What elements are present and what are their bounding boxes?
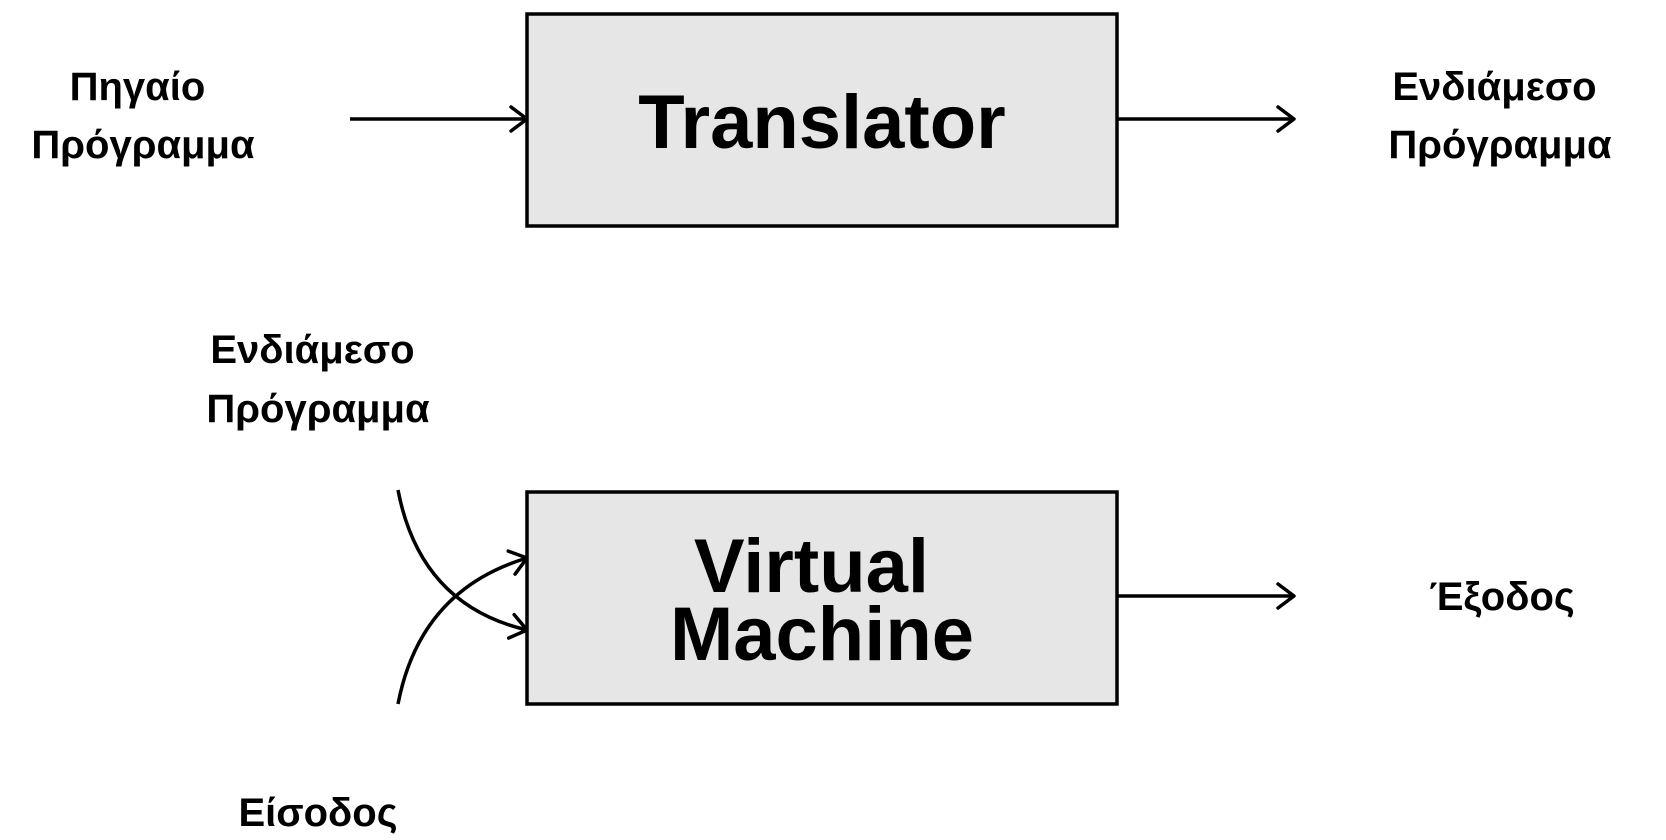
output-label: Έξοδος — [1429, 575, 1574, 619]
intermediate-program-input-label: Ενδιάμεσο Πρόγραμμα — [206, 328, 430, 431]
virtual-machine-box — [525, 490, 1119, 706]
intermediate-input-label-line-1: Ενδιάμεσο — [210, 328, 414, 372]
intermediate-output-label-line-1: Ενδιάμεσο — [1392, 65, 1596, 109]
virtual-machine-stage: Ενδιάμεσο Πρόγραμμα Virtual Machine Έξοδ… — [206, 328, 1574, 835]
virtual-machine-title-line-1: Virtual — [694, 524, 929, 609]
intermediate-program-output-label: Ενδιάμεσο Πρόγραμμα — [1388, 65, 1612, 167]
source-program-label-line-1: Πηγαίο — [70, 65, 206, 109]
virtual-machine-title-line-2: Machine — [670, 592, 974, 677]
source-program-label-line-2: Πρόγραμμα — [31, 123, 255, 167]
intermediate-program-to-vm-arrow — [396, 489, 529, 640]
translator-title: Translator — [638, 80, 1005, 165]
intermediate-output-label-line-2: Πρόγραμμα — [1388, 123, 1612, 167]
translator-stage: Πηγαίο Πρόγραμμα Translator Ενδιάμεσο Πρ… — [31, 12, 1612, 228]
intermediate-input-label-line-2: Πρόγραμμα — [206, 387, 430, 431]
source-program-label: Πηγαίο Πρόγραμμα — [31, 65, 255, 167]
input-to-vm-arrow — [396, 549, 529, 705]
virtual-machine-title: Virtual Machine — [670, 524, 974, 677]
input-label: Είσοδος — [238, 791, 397, 835]
translator-box — [525, 12, 1119, 228]
